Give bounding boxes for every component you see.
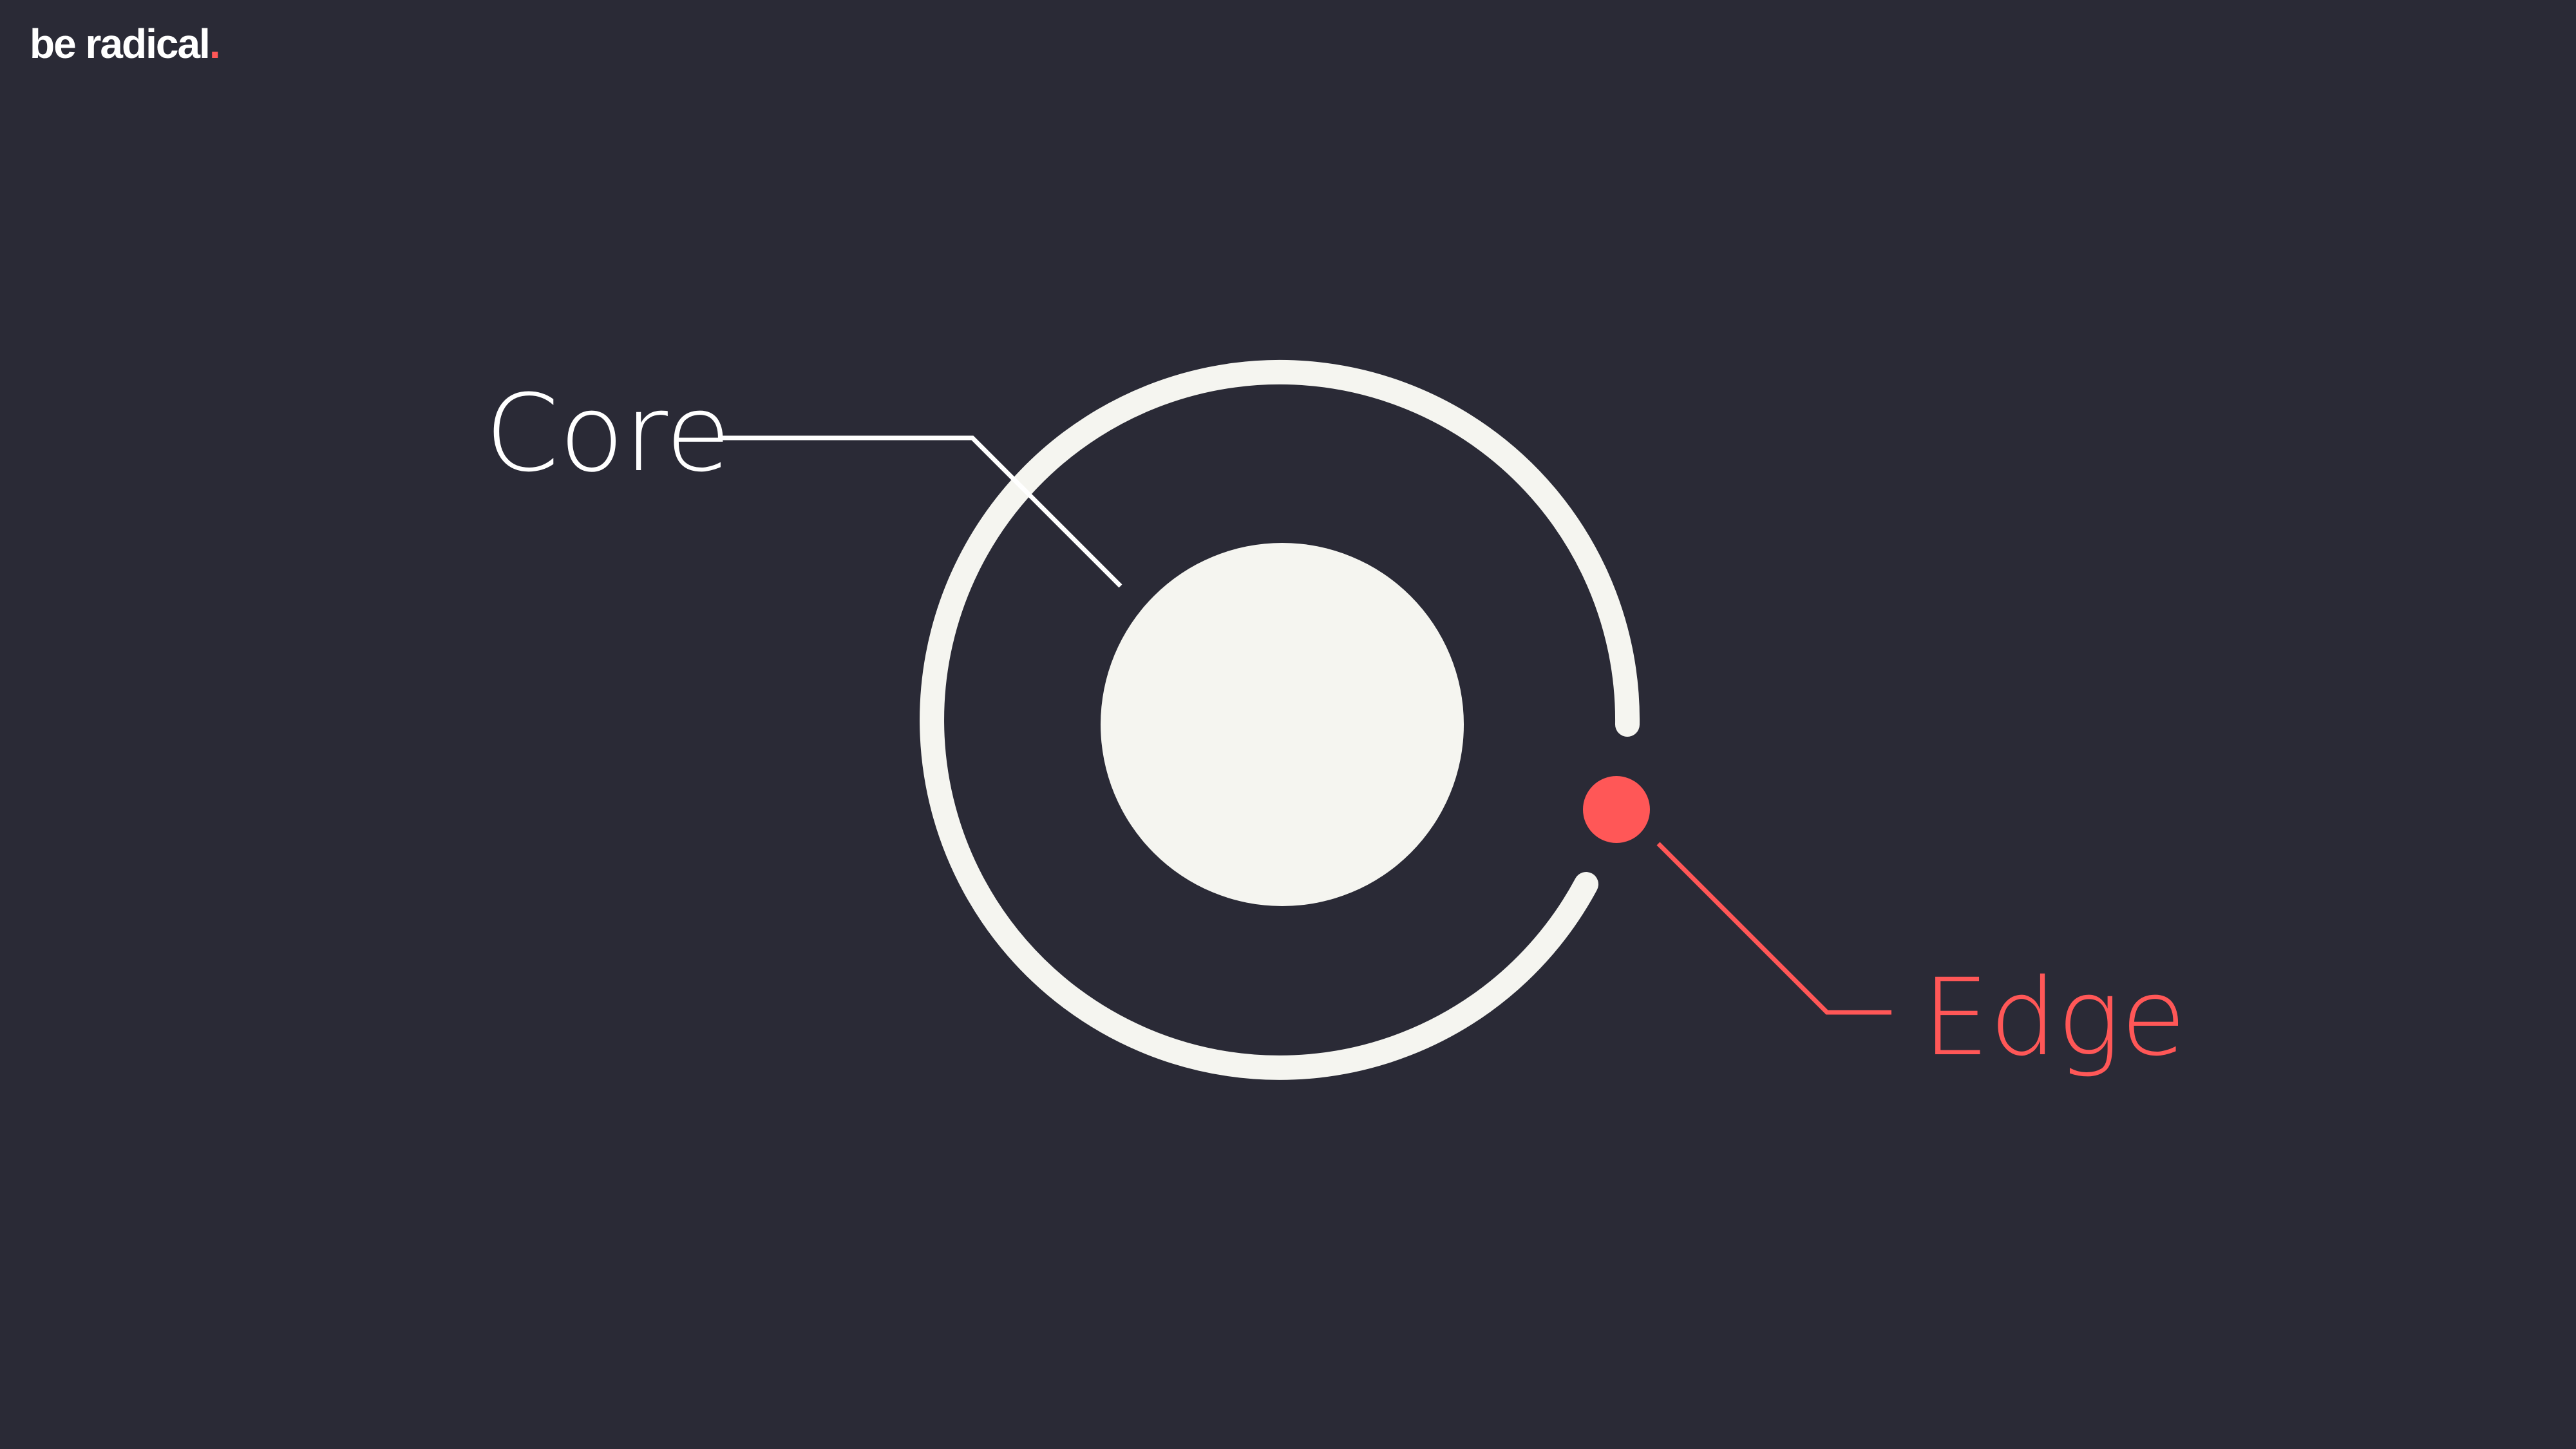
brand-logo: be radical. [30, 19, 221, 69]
edge-connector-line [1656, 842, 1891, 1015]
core-circle [1101, 543, 1464, 906]
edge-label: Edge [1922, 956, 2186, 1079]
edge-dot [1583, 776, 1650, 843]
core-label: Core [485, 372, 731, 495]
outer-ring [920, 359, 1640, 1080]
core-connector-line [718, 435, 1122, 588]
brand-text: be radical [30, 21, 211, 67]
brand-dot: . [209, 21, 221, 67]
